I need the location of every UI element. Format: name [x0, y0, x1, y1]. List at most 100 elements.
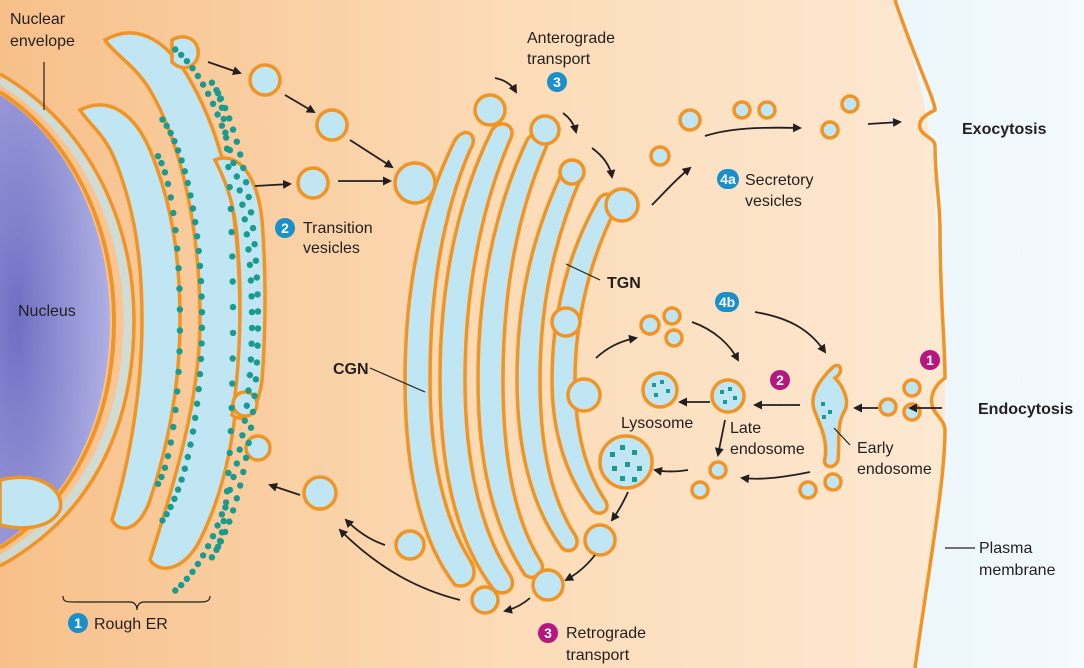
- ribosome-dot: [189, 428, 197, 435]
- ribosome-dot: [181, 465, 188, 472]
- ribosome-dot: [208, 554, 216, 561]
- ribosome-dot: [170, 423, 177, 431]
- ribosome-dot: [213, 87, 220, 94]
- ribosome-dot: [251, 241, 258, 248]
- ribosome-dot: [246, 261, 254, 269]
- label-rough-er: Rough ER: [94, 616, 168, 633]
- ribosome-dot: [227, 205, 234, 213]
- ribosome-dot: [225, 163, 232, 171]
- label-retrograde-line2: transport: [566, 647, 630, 664]
- ribosome-dot: [233, 495, 240, 502]
- label-plasma-membrane-line2: membrane: [979, 562, 1056, 579]
- ribosome-dot: [233, 460, 240, 467]
- ribosome-dot: [223, 145, 231, 152]
- ribosome-dot: [225, 469, 232, 477]
- ribosome-dot: [228, 404, 235, 412]
- ribosome-dot: [176, 327, 184, 334]
- badge-anterograde: 3: [547, 72, 567, 92]
- label-late-endosome-line2: endosome: [730, 441, 805, 458]
- ribosome-dot: [204, 543, 212, 550]
- ribosome-dot: [204, 90, 212, 98]
- ribosome-dot: [230, 159, 237, 167]
- ribosome-dot: [183, 575, 191, 582]
- label-plasma-membrane-line1: Plasma: [979, 540, 1032, 557]
- ribosome-dot: [175, 368, 182, 375]
- ribosome-dot: [241, 417, 248, 424]
- ribosome-dot: [178, 51, 185, 59]
- ribosome-dot: [214, 522, 221, 529]
- ribosome-dot: [175, 265, 182, 272]
- golgi-cisterna-3: [476, 132, 549, 580]
- ribosome-dot: [187, 441, 194, 448]
- ribosome-dot: [171, 495, 178, 502]
- ribosome-dot: [254, 342, 261, 349]
- ribosome-dot: [199, 552, 207, 559]
- ribosomes: [154, 46, 262, 594]
- ribosome-dot: [167, 503, 174, 511]
- ribosome-dot: [194, 72, 202, 80]
- svg-text:2: 2: [776, 372, 784, 388]
- ribosome-dot: [233, 138, 240, 145]
- ribosome-dot: [252, 257, 260, 264]
- outer-nuclear-membrane: [0, 72, 136, 568]
- ribosome-dot: [195, 247, 202, 255]
- ribosome-dot: [240, 468, 247, 476]
- nucleus: [0, 95, 110, 545]
- ribosome-dot: [240, 164, 247, 172]
- ribosome-dot: [172, 46, 179, 53]
- label-anterograde-line1: Anterograde: [527, 30, 615, 47]
- ribosome-dot: [199, 81, 207, 88]
- ribosome-dot: [189, 205, 197, 212]
- ribosome-dot: [193, 233, 201, 240]
- ribosome-dot: [196, 262, 204, 270]
- ribosome-dot: [243, 402, 250, 409]
- ribosome-dot: [228, 228, 235, 236]
- ribosome-dot: [236, 446, 243, 453]
- ribosome-dot: [223, 488, 231, 495]
- ribosome-dot: [198, 340, 205, 347]
- ribosome-dot: [245, 246, 252, 253]
- ribosome-dot: [171, 138, 178, 145]
- ribosome-dot: [247, 424, 255, 431]
- ribosome-dot: [218, 511, 226, 518]
- label-tgn: TGN: [607, 275, 641, 292]
- ribosome-dot: [197, 277, 205, 285]
- svg-text:4a: 4a: [720, 171, 736, 187]
- ribosome-dot: [176, 348, 183, 355]
- leader-lines: [43, 62, 975, 611]
- ribosome-dot: [178, 476, 185, 483]
- ribosome-dot: [248, 324, 256, 332]
- svg-text:3: 3: [553, 74, 561, 90]
- label-cgn: CGN: [333, 361, 369, 378]
- ribosome-dot: [158, 473, 165, 481]
- ribosome-dot: [174, 147, 182, 154]
- ribosome-dot: [239, 201, 246, 208]
- ribosome-dot: [237, 151, 244, 158]
- ribosome-dot: [209, 100, 217, 108]
- badge-4b: 4b: [715, 292, 739, 312]
- ribosome-dot: [193, 400, 201, 407]
- ribosome-dot: [229, 253, 236, 260]
- perinuclear-space: [0, 76, 133, 564]
- svg-text:1: 1: [926, 352, 934, 368]
- ribosome-dot: [194, 560, 202, 568]
- lysosome: [641, 371, 679, 409]
- ribosome-dot: [248, 308, 256, 316]
- ribosome-dot: [192, 218, 199, 226]
- ribosome-dot: [189, 65, 196, 72]
- badge-endocytosis: 1: [920, 350, 940, 370]
- badge-transition: 2: [275, 218, 295, 238]
- ribosome-dot: [167, 129, 174, 137]
- ribosome-dot: [222, 134, 230, 141]
- ribosome-dot: [239, 432, 246, 439]
- ribosome-dot: [164, 452, 172, 460]
- ribosome-dot: [229, 507, 237, 514]
- ribosome-dot: [164, 180, 172, 188]
- ribosome-dot: [242, 454, 250, 461]
- ribosome-dot: [226, 518, 233, 525]
- ribosome-dot: [222, 499, 230, 506]
- ribosome-dot: [246, 371, 254, 379]
- ribosome-dot: [229, 329, 237, 337]
- ribosome-dot: [209, 533, 217, 540]
